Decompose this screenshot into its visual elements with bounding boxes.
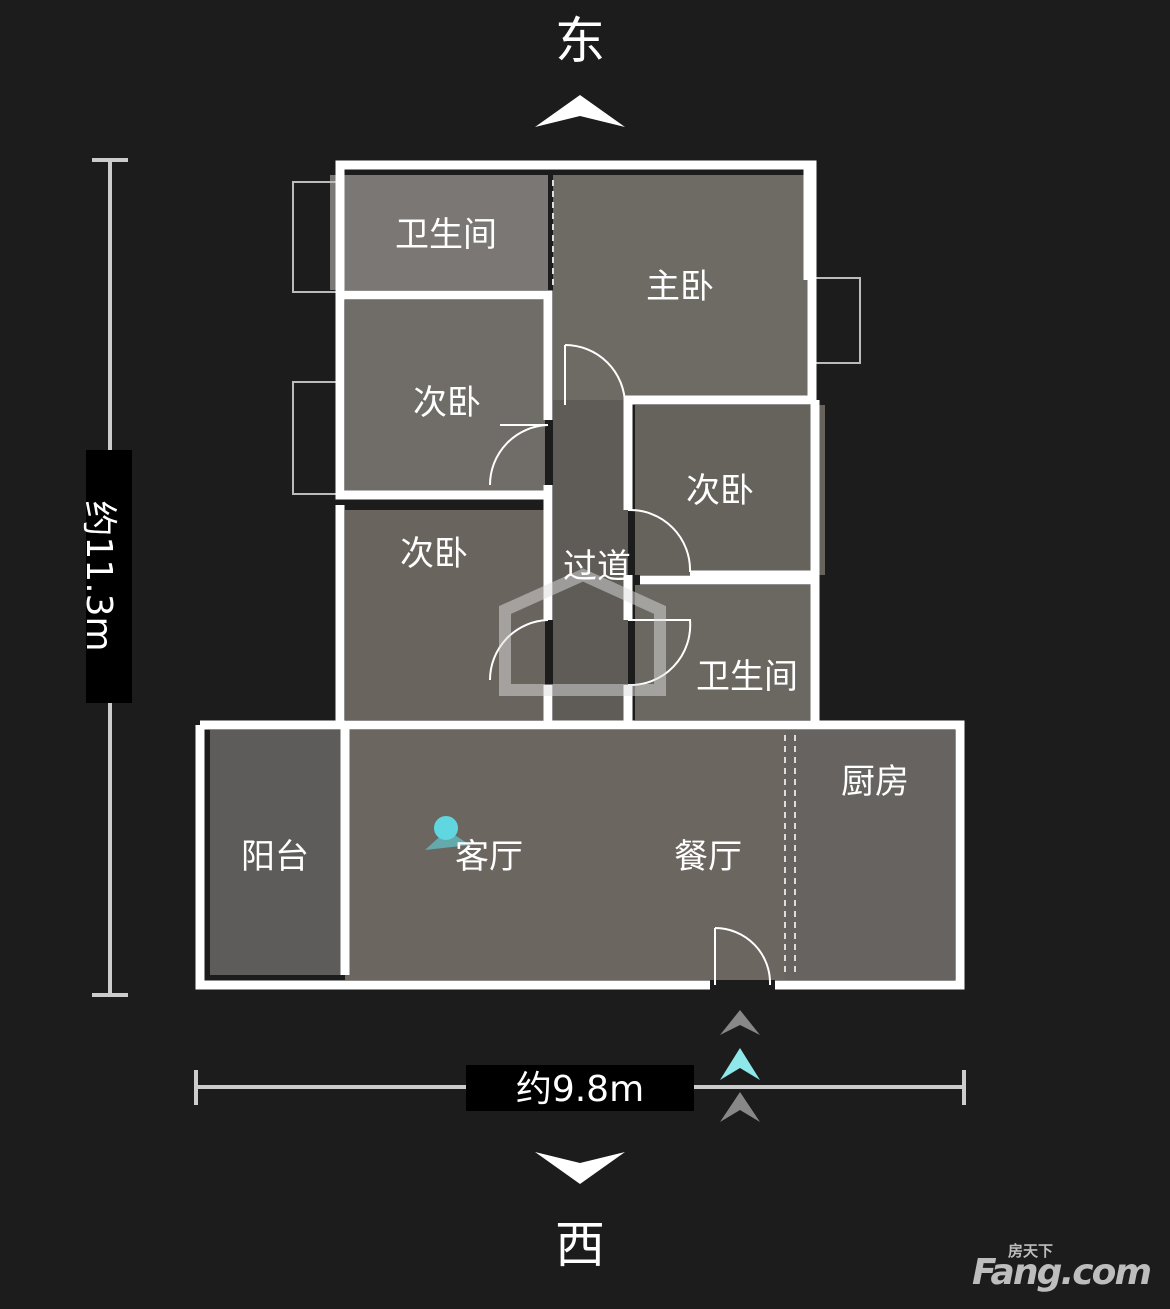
width-label-box [466,1065,694,1111]
room-label-master-bedroom: 主卧 [646,267,714,307]
room-label-bedroom-4: 次卧 [400,534,468,574]
up-arrow-icon [535,95,625,127]
room-label-bathroom-1: 卫生间 [395,215,497,255]
svg-text:Fang.com: Fang.com [972,1252,1152,1293]
fang-logo: 房天下 Fang.com [972,1242,1152,1293]
room-label-bedroom-3: 次卧 [686,471,754,511]
width-label: 约9.8m [516,1069,644,1110]
room-label-bedroom-2: 次卧 [413,383,481,423]
watermark-house-icon [499,568,666,696]
room-label-living-room: 客厅 [455,837,523,877]
north-label: 东 [555,12,605,70]
height-label: 约11.3m [78,500,119,651]
height-label-box [86,450,132,703]
walls [195,160,965,990]
room-label-dining-room: 餐厅 [674,837,742,877]
svg-text:房天下: 房天下 [1008,1242,1053,1260]
entry-arrows-icon [720,1010,760,1122]
down-arrow-icon [535,1152,625,1184]
room-fills [210,175,955,980]
room-label-hallway: 过道 [563,547,631,587]
location-marker-icon [425,816,470,850]
divider [784,735,796,975]
room-label-balcony: 阳台 [241,837,309,877]
room-label-kitchen: 厨房 [841,762,909,802]
south-label: 西 [555,1216,605,1274]
room-label-bathroom-2: 卫生间 [696,657,798,697]
